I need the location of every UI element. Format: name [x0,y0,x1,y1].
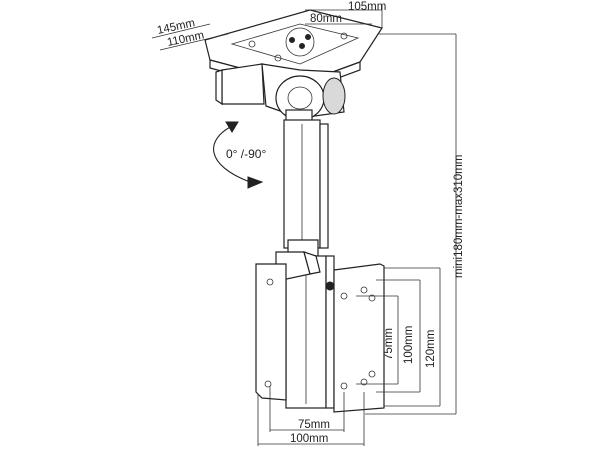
dim-top-width: 105mm [348,1,386,13]
tilt-arrow [213,121,264,189]
dim-vesa-v-small: 75mm [383,328,395,360]
dim-vesa-h-large: 100mm [290,433,328,445]
dim-vesa-v-outer: 120mm [425,330,437,368]
vesa-vertical-dims [356,267,441,407]
top-dimension-lines [151,5,456,415]
tilt-angle-label: 0° /-90° [226,147,266,161]
dim-vesa-h-small: 75mm [298,419,330,431]
vesa-horizontal-dims [257,386,365,446]
dim-vesa-v-large: 100mm [403,326,415,364]
dim-height-range: mini180mm-max310mm [453,155,465,278]
telescopic-pole [283,119,335,409]
tilt-head [215,63,346,129]
vesa-plate [255,263,385,413]
dim-top-inner-width: 80mm [310,13,342,25]
